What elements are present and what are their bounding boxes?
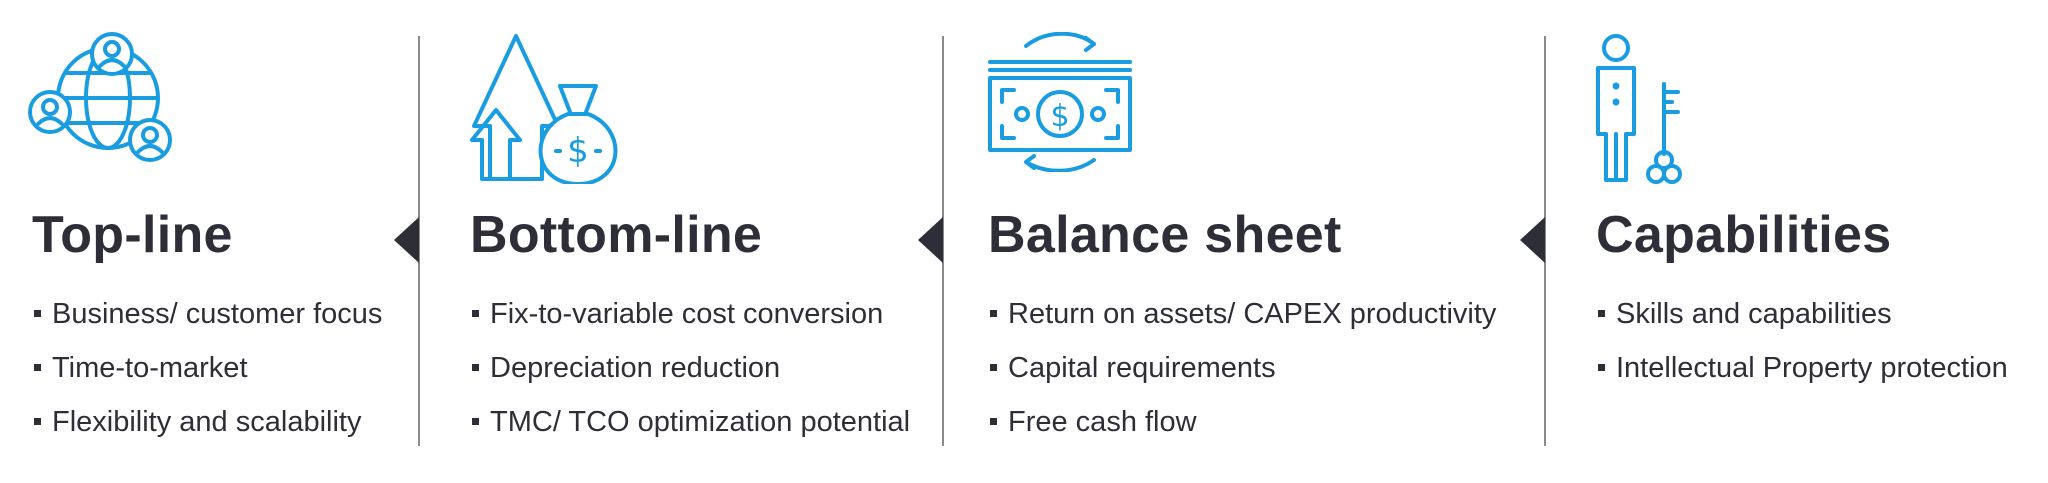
column-title: Top-line [32, 206, 233, 264]
column-divider [942, 36, 944, 446]
chevron-left-icon [918, 217, 943, 263]
globe-people-icon [28, 28, 178, 168]
bullet-item: Depreciation reduction [470, 348, 910, 402]
bullet-list: Return on assets/ CAPEX productivity Cap… [988, 294, 1496, 456]
bullet-item: Business/ customer focus [32, 294, 382, 348]
bullet-item: Intellectual Property protection [1596, 348, 2008, 402]
bullet-list: Fix-to-variable cost conversion Deprecia… [470, 294, 910, 456]
column-balance-sheet: $ Balance sheet Return on assets/ CAPEX … [944, 0, 1544, 483]
column-capabilities: Capabilities Skills and capabilities Int… [1546, 0, 2048, 483]
bullet-item: Return on assets/ CAPEX productivity [988, 294, 1496, 348]
column-bottom-line: $ Bottom-line Fix-to-variable cost conve… [420, 0, 942, 483]
svg-text:$: $ [567, 131, 589, 171]
bullet-item: Time-to-market [32, 348, 382, 402]
chevron-left-icon [394, 217, 419, 263]
bullet-item: Free cash flow [988, 402, 1496, 456]
bullet-item: Capital requirements [988, 348, 1496, 402]
column-title: Balance sheet [988, 206, 1342, 264]
bullet-item: Flexibility and scalability [32, 402, 382, 456]
bullet-list: Business/ customer focus Time-to-market … [32, 294, 382, 456]
banknote-cycle-icon: $ [986, 32, 1136, 172]
column-divider [1544, 36, 1546, 446]
arrows-money-bag-icon: $ [468, 34, 618, 184]
bullet-list: Skills and capabilities Intellectual Pro… [1596, 294, 2008, 402]
chevron-left-icon [1520, 217, 1545, 263]
bullet-item: Fix-to-variable cost conversion [470, 294, 910, 348]
bullet-item: Skills and capabilities [1596, 294, 2008, 348]
column-title: Capabilities [1596, 206, 1892, 264]
person-key-icon [1592, 34, 1702, 184]
bullet-item: TMC/ TCO optimization potential [470, 402, 910, 456]
column-top-line: Top-line Business/ customer focus Time-t… [0, 0, 418, 483]
column-title: Bottom-line [470, 206, 763, 264]
column-divider [418, 36, 420, 446]
svg-text:$: $ [1050, 99, 1069, 134]
